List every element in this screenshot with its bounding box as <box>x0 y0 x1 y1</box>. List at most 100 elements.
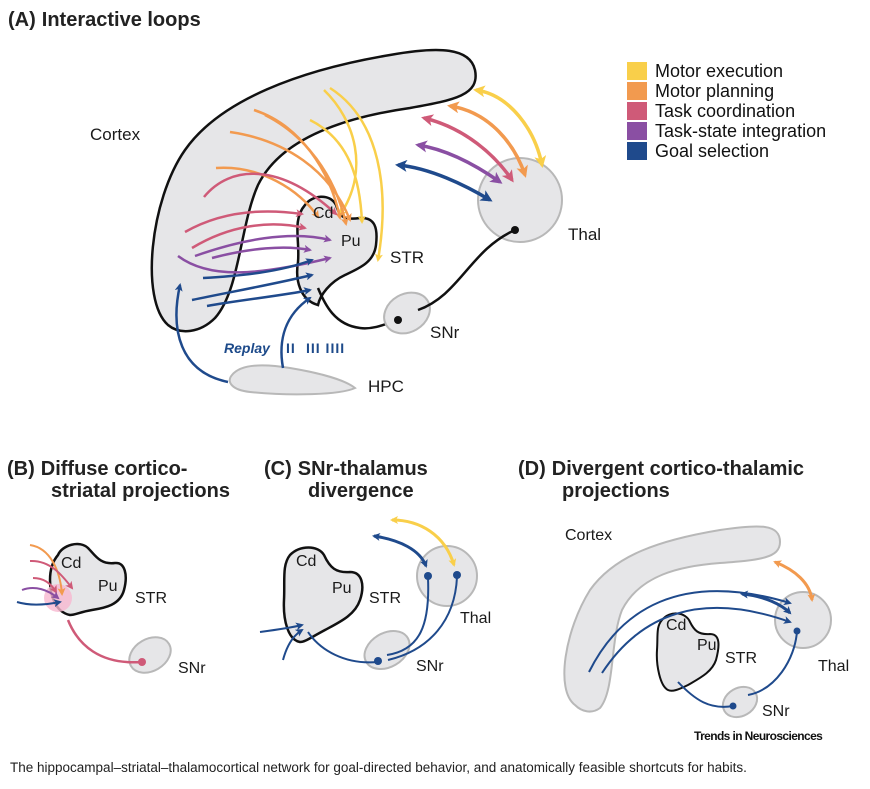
panel-b-tag: (B) <box>7 458 35 480</box>
input-c-2 <box>282 628 304 661</box>
projection-task-coordination-3 <box>191 222 307 250</box>
thalamus-region <box>477 157 563 243</box>
projection-goal-selection-1 <box>202 258 314 280</box>
projection-goal-selection-3 <box>206 287 312 308</box>
projection-goal-selection-2 <box>191 272 314 302</box>
input-c-1 <box>259 622 304 633</box>
legend-item-motor-execution: Motor execution <box>627 61 826 81</box>
cortex-region <box>150 48 477 333</box>
striatum-region-c <box>282 546 364 644</box>
legend-label: Motor planning <box>655 81 775 101</box>
legend-swatch <box>627 62 647 80</box>
legend-swatch <box>627 102 647 120</box>
panel-c-heading-2: divergence <box>308 480 414 502</box>
striatum-snr-projection-d <box>677 681 734 708</box>
cortico-thalamic-motor-planning-d <box>773 560 816 602</box>
projection-task-integration-2 <box>211 244 312 260</box>
snr-terminal <box>394 316 402 324</box>
panel-b-diagram <box>16 542 172 674</box>
thal-terminal-c-2 <box>453 571 461 579</box>
label-snr-d: SNr <box>762 703 790 720</box>
thal-terminal <box>511 226 519 234</box>
projection-motor-execution-1 <box>323 89 358 217</box>
snr-region-c <box>363 630 411 670</box>
label-caudate-d: Cd <box>666 617 687 634</box>
projection-motor-planning-3 <box>215 166 320 219</box>
replay-label: Replay <box>224 340 270 356</box>
input-task-integration-b <box>21 587 60 600</box>
label-caudate-b: Cd <box>61 555 82 572</box>
panel-d-title: (D)Divergent cortico-thalamic projection… <box>518 458 804 502</box>
hpc-region <box>228 364 357 396</box>
snr-terminal-d <box>729 702 737 710</box>
panel-a-diagram <box>150 48 563 396</box>
snr-thal-projection-c-1 <box>386 577 430 656</box>
legend-item-task-state-integration: Task-state integration <box>627 121 826 141</box>
striatum-region-d <box>655 612 720 692</box>
label-snr-a: SNr <box>430 323 460 342</box>
projection-task-integration-1 <box>194 234 332 258</box>
panel-c-tag: (C) <box>264 458 292 480</box>
snr-region-b <box>128 636 172 674</box>
panel-d-diagram <box>563 525 832 719</box>
projection-motor-execution-3 <box>309 118 366 224</box>
projection-motor-planning-2 <box>229 130 352 222</box>
hpc-striatum-projection <box>280 296 312 369</box>
input-goal-selection-b <box>16 599 62 608</box>
panel-b-heading-2: striatal projections <box>51 480 230 502</box>
label-thalamus-a: Thal <box>568 225 602 244</box>
snr-thal-projection-c-2 <box>387 576 458 661</box>
snr-terminal-c <box>374 657 382 665</box>
label-cortex-a: Cortex <box>90 125 141 144</box>
legend-item-goal-selection: Goal selection <box>627 141 826 161</box>
legend-swatch <box>627 82 647 100</box>
cortico-thalamic-goal-selection-c <box>372 532 428 568</box>
label-putamen-c: Pu <box>332 580 352 597</box>
journal-name: Trends in Neurosciences <box>694 729 823 743</box>
input-motor-planning-b <box>29 544 66 596</box>
legend-swatch <box>627 142 647 160</box>
label-caudate-c: Cd <box>296 553 317 570</box>
label-thalamus-c: Thal <box>460 610 492 627</box>
label-striatum-a: STR <box>390 248 424 267</box>
cortico-thalamic-goal-selection <box>395 159 493 202</box>
snr-thal-projection-d <box>747 630 798 696</box>
panel-c-title: (C)SNr-thalamus divergence <box>264 458 428 502</box>
label-snr-c: SNr <box>416 658 444 675</box>
figure-caption: The hippocampal–striatal–thalamocortical… <box>10 760 747 775</box>
legend-swatch <box>627 122 647 140</box>
legend: Motor execution Motor planning Task coor… <box>627 61 826 161</box>
snr-region <box>383 291 431 335</box>
projection-task-coordination-1 <box>203 172 338 216</box>
label-caudate-a: Cd <box>313 205 334 222</box>
legend-label: Goal selection <box>655 141 770 161</box>
label-hpc-a: HPC <box>368 377 404 396</box>
legend-label: Motor execution <box>655 61 784 81</box>
cortico-thalamic-motor-execution <box>473 85 547 168</box>
label-putamen-b: Pu <box>98 578 118 595</box>
cortico-thalamic-goal-selection-d <box>740 590 792 615</box>
thal-terminal-c-1 <box>424 572 432 580</box>
snr-region-d <box>721 685 759 719</box>
label-striatum-c: STR <box>369 590 401 607</box>
hpc-cortex-projection <box>174 283 229 384</box>
label-snr-b: SNr <box>178 660 206 677</box>
panel-c-diagram <box>259 516 478 670</box>
panel-a-heading: Interactive loops <box>41 9 201 31</box>
replay-spikes-1: II <box>286 340 296 356</box>
legend-label: Task coordination <box>655 101 796 121</box>
label-thalamus-d: Thal <box>818 658 850 675</box>
snr-terminal-b <box>138 658 146 666</box>
panel-d-heading-2: projections <box>562 480 670 502</box>
cortex-region-d <box>563 525 782 713</box>
legend-item-motor-planning: Motor planning <box>627 81 826 101</box>
striatum-snr-projection-c <box>307 631 379 664</box>
label-cortex-d: Cortex <box>565 527 613 544</box>
panel-b-heading-1: Diffuse cortico- <box>40 458 188 480</box>
panel-d-tag: (D) <box>518 458 546 480</box>
snr-thal-projection <box>417 228 516 312</box>
input-task-coordination-b-2 <box>32 577 57 594</box>
projection-task-coordination-2 <box>184 209 304 234</box>
panel-b-title: (B)Diffuse cortico- striatal projections <box>7 458 230 502</box>
